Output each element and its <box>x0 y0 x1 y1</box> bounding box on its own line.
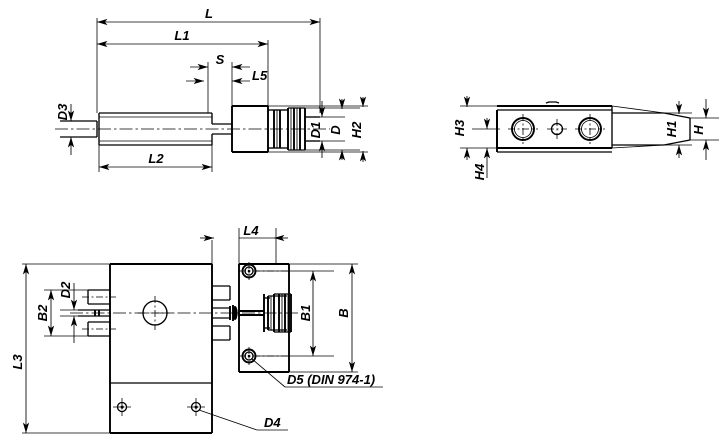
plan-view-geometry <box>70 262 300 434</box>
dimension-label-L3: L3 <box>10 354 25 370</box>
dimension-label-B1: B1 <box>298 305 313 322</box>
dimension-H: H <box>690 99 719 160</box>
plan-view: L3 B2 D2 L4 <box>10 223 383 434</box>
dimension-label-H: H <box>691 125 706 135</box>
dimension-B: B <box>289 263 358 373</box>
mounting-hole-left <box>113 398 131 416</box>
dimension-L4: L4 <box>200 223 288 264</box>
dimension-H4: H4 <box>472 118 500 180</box>
dimension-label-D: D <box>328 125 343 135</box>
dimension-label-L4: L4 <box>243 223 259 238</box>
dimension-label-D1: D1 <box>308 122 323 139</box>
front-elevation-view: L L1 S L5 L2 <box>55 6 368 172</box>
dimension-D1: D1 <box>305 101 345 158</box>
dimension-L3: L3 <box>10 263 110 434</box>
dimension-label-B2: B2 <box>35 304 50 321</box>
dimension-L2: L2 <box>98 145 213 172</box>
dimension-H2: H2 <box>232 96 368 162</box>
dimension-label-L1: L1 <box>174 28 189 43</box>
dimension-label-S: S <box>216 52 225 67</box>
front-view-geometry <box>55 105 330 153</box>
dimension-D2: D2 <box>58 281 92 343</box>
dimension-D: D <box>305 98 360 161</box>
callout-label-D5: D5 (DIN 974-1) <box>287 372 375 387</box>
side-view-geometry <box>496 101 691 153</box>
dimension-B2: B2 <box>35 289 92 337</box>
dimension-label-L2: L2 <box>148 151 164 166</box>
dimension-label-D2: D2 <box>58 281 73 298</box>
dimension-H3: H3 <box>452 96 500 160</box>
dimension-label-B: B <box>336 308 351 317</box>
dimension-label-H2: H2 <box>349 121 364 138</box>
dimension-label-H1: H1 <box>664 121 679 138</box>
side-elevation-view: H3 H4 H1 H <box>452 96 719 180</box>
dimension-L1: L1 <box>97 28 269 106</box>
dimension-L5: L5 <box>186 68 268 85</box>
dimension-label-H3: H3 <box>452 119 467 136</box>
dimension-D3: D3 <box>55 103 80 155</box>
mounting-hole-right <box>187 398 205 416</box>
callout-label-D4: D4 <box>264 415 281 430</box>
dimension-B1: B1 <box>256 270 334 357</box>
callout-D5: D5 (DIN 974-1) <box>251 358 383 388</box>
dimension-L: L <box>96 6 321 113</box>
dimension-label-L5: L5 <box>252 68 268 83</box>
dimension-label-H4: H4 <box>472 163 487 180</box>
dimension-H1: H1 <box>664 101 692 158</box>
dimension-label-D3: D3 <box>55 103 70 120</box>
dimension-label-L: L <box>205 6 213 21</box>
callout-D4: D4 <box>198 409 288 431</box>
dimension-S: S <box>190 52 250 113</box>
